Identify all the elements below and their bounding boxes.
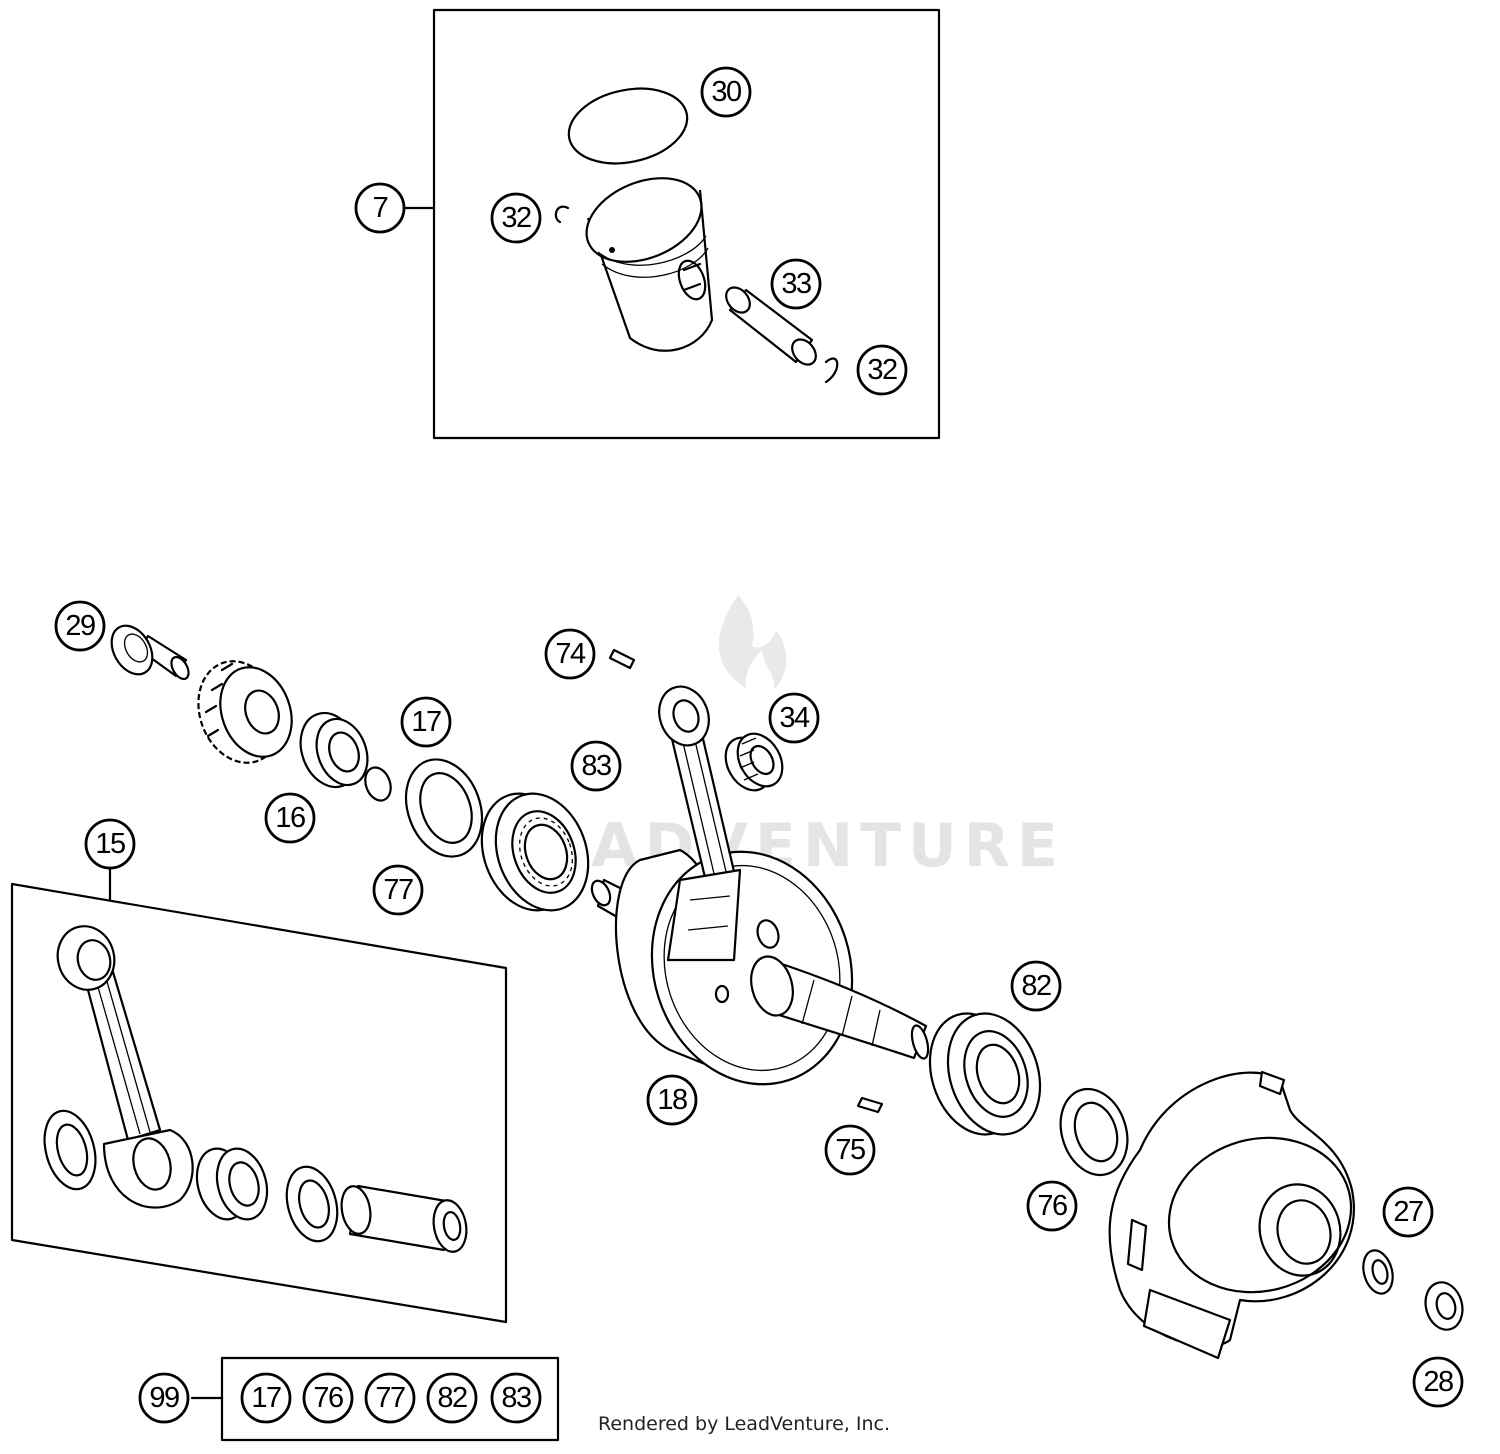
callout-15: 15 (84, 818, 136, 870)
rotor-nut (1424, 1281, 1464, 1331)
svg-text:18: 18 (657, 1084, 687, 1116)
woodruff-key-75 (856, 1096, 884, 1114)
credit-text: Rendered by LeadVenture, Inc. (598, 1413, 890, 1435)
kit-item-77: 77 (364, 1372, 416, 1424)
svg-text:17: 17 (251, 1382, 281, 1414)
connecting-rod (56, 925, 194, 1209)
svg-text:17: 17 (411, 706, 441, 738)
svg-text:82: 82 (437, 1382, 467, 1414)
oil-seal-left (404, 758, 484, 858)
callout-74: 74 (544, 628, 596, 680)
conrod-kit-box (10, 864, 508, 1324)
svg-text:16: 16 (275, 802, 305, 834)
callout-32-right: 32 (856, 344, 908, 396)
piston (585, 177, 714, 352)
callout-18: 18 (646, 1074, 698, 1126)
o-ring (364, 766, 392, 802)
svg-text:32: 32 (501, 202, 531, 234)
shaft-spacer (299, 711, 369, 789)
callout-7: 7 (354, 182, 406, 234)
svg-text:15: 15 (95, 828, 125, 860)
svg-text:76: 76 (1037, 1190, 1067, 1222)
svg-text:83: 83 (501, 1382, 531, 1414)
kit-item-76: 76 (302, 1372, 354, 1424)
needle-bearing (724, 732, 784, 792)
svg-text:77: 77 (383, 874, 413, 906)
rotor-washer (1362, 1249, 1394, 1295)
svg-text:75: 75 (835, 1134, 865, 1166)
main-bearing-right (928, 1012, 1042, 1136)
piston-pin-clip-left (554, 205, 570, 224)
svg-text:7: 7 (373, 192, 388, 224)
svg-text:32: 32 (867, 354, 897, 386)
callout-83: 83 (570, 740, 622, 792)
callout-34: 34 (768, 692, 820, 744)
callout-28: 28 (1412, 1356, 1464, 1408)
callout-77: 77 (372, 864, 424, 916)
gear-bolt (110, 624, 190, 681)
callout-32-left: 32 (490, 192, 542, 244)
callout-82: 82 (1010, 960, 1062, 1012)
svg-text:76: 76 (313, 1382, 343, 1414)
callout-27: 27 (1382, 1186, 1434, 1238)
flywheel-rotor (1108, 1070, 1355, 1360)
oil-seal-right (1059, 1087, 1129, 1177)
svg-text:33: 33 (781, 268, 811, 300)
kit-item-82: 82 (426, 1372, 478, 1424)
kit-item-17: 17 (240, 1372, 292, 1424)
callout-17: 17 (400, 696, 452, 748)
svg-text:77: 77 (375, 1382, 405, 1414)
callout-33: 33 (770, 258, 822, 310)
svg-text:30: 30 (711, 76, 741, 108)
kit-item-83: 83 (490, 1372, 542, 1424)
callout-30: 30 (700, 66, 752, 118)
primary-gear (197, 660, 293, 764)
woodruff-key-74 (608, 648, 636, 670)
crankshaft (590, 685, 930, 1086)
svg-text:82: 82 (1021, 970, 1051, 1002)
callout-29: 29 (54, 600, 106, 652)
svg-text:29: 29 (65, 610, 95, 642)
piston-kit-box (402, 8, 941, 440)
thrust-washer-left (43, 1109, 97, 1191)
callout-76: 76 (1026, 1180, 1078, 1232)
piston-pin (725, 286, 817, 366)
svg-text:34: 34 (779, 702, 810, 734)
svg-text:28: 28 (1423, 1366, 1453, 1398)
piston-pin-clip-right (824, 357, 839, 384)
piston-ring (567, 87, 689, 165)
rod-needle-bearing (195, 1147, 269, 1221)
callout-75: 75 (824, 1124, 876, 1176)
thrust-washer-right (285, 1165, 339, 1243)
svg-text:27: 27 (1393, 1196, 1423, 1228)
gasket-kit (190, 1356, 560, 1442)
callout-99: 99 (138, 1372, 190, 1424)
crank-pin (340, 1184, 468, 1253)
callout-16: 16 (264, 792, 316, 844)
svg-text:99: 99 (149, 1382, 179, 1414)
svg-text:74: 74 (555, 638, 586, 670)
flame-icon (718, 595, 787, 690)
svg-text:83: 83 (581, 750, 611, 782)
main-bearing-left (480, 792, 590, 912)
